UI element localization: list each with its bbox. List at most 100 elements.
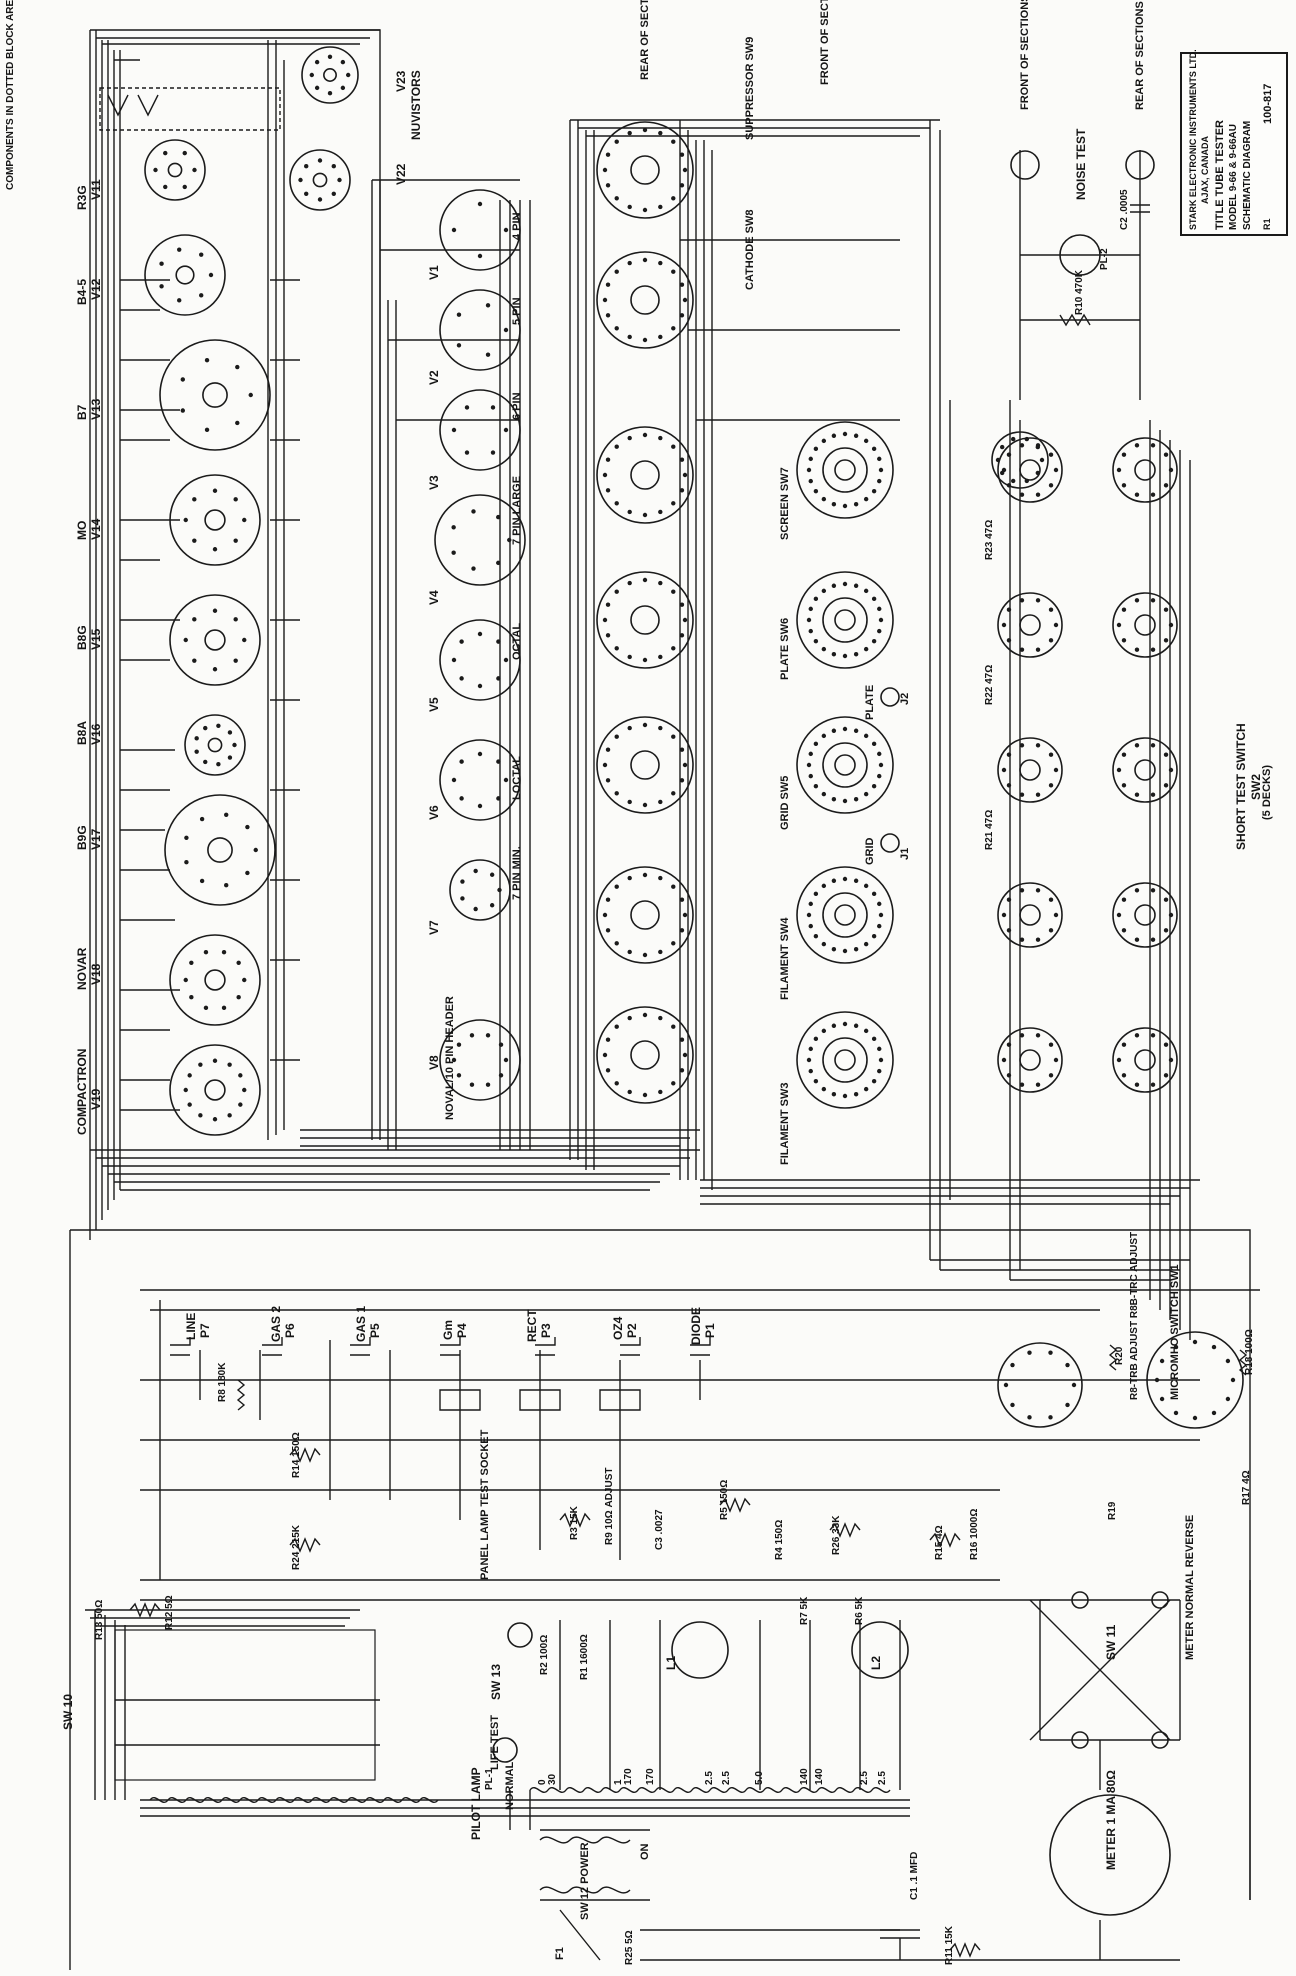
socket-v15-pin	[192, 658, 197, 663]
socket-v1-pin	[503, 227, 509, 233]
socket-v11-pin	[163, 184, 168, 190]
noise-deck-front-pin	[1011, 478, 1016, 484]
socket-ref-v2: V2	[427, 370, 441, 385]
socket-v16-center	[207, 737, 223, 753]
sw11-terminal	[1151, 1591, 1169, 1609]
rotor-sw9-pin	[614, 139, 619, 144]
switch-front-sw7-pin	[831, 502, 837, 507]
socket-v8-pin	[485, 1033, 491, 1038]
rotor-sw8-pin	[642, 337, 648, 343]
short-test-deck-hub	[1019, 459, 1041, 481]
resistor-r18: R18 100Ω	[1244, 1329, 1255, 1375]
panel-lamp-socket	[507, 1622, 533, 1648]
switch-front-sw3-pin	[813, 1036, 819, 1042]
switch-front-sw6-pin	[871, 596, 877, 602]
noise-lamp-label: PL-2	[1099, 248, 1110, 270]
switch-front-sw3-pin	[877, 1046, 882, 1052]
switch-front-sw3-pin	[863, 1086, 869, 1092]
socket-v19-pin	[198, 1113, 203, 1118]
short-test-deck-pin	[1163, 483, 1169, 488]
tap-2-5b: 2.5	[721, 1771, 732, 1785]
resistor-r9: R9 10Ω ADJUST	[604, 1467, 615, 1546]
nuvistors-label: NUVISTORS	[409, 70, 423, 140]
tap-5-0: 5.0	[754, 1771, 765, 1785]
socket-v4-pin	[451, 525, 456, 530]
micromho-front-pin	[1159, 1396, 1165, 1402]
socket-v18-pin	[183, 977, 188, 983]
button-gm-ref: P4	[455, 1323, 469, 1338]
rear-of-sections-header: REAR OF SECTIONS	[639, 0, 651, 80]
short-test-deck-pin	[1134, 598, 1140, 603]
socket-v19-center	[204, 1079, 226, 1101]
rotor-sw6-rear-pin	[671, 589, 676, 594]
short-test-deck-pin	[1048, 483, 1054, 488]
rotor-sw5-rear	[596, 716, 694, 814]
socket-v5-pin	[496, 639, 501, 644]
tap-140b: 140	[814, 1768, 825, 1785]
short-test-deck-pin	[1048, 1073, 1054, 1078]
socket-v15-pin	[233, 658, 238, 663]
socket-v19-pin	[212, 1058, 218, 1063]
socket-v19-pin	[242, 1087, 247, 1093]
socket-v22-pin	[337, 177, 342, 183]
socket-v22-pin	[331, 191, 336, 196]
micromho-front-pin	[1192, 1339, 1198, 1345]
socket-ref-v8: V8	[427, 1055, 441, 1070]
noise-deck-front-pin	[1035, 470, 1040, 476]
socket-ref-v15: V15	[89, 628, 103, 650]
socket-v7-pin	[489, 872, 495, 877]
socket-v14-pin	[192, 538, 197, 543]
meter-label: METER 1 MA 80Ω	[1104, 1770, 1118, 1870]
button-oz4-ref: P2	[625, 1323, 639, 1338]
rotor-sw7-rear-pin	[671, 444, 676, 449]
rotor-sw4-rear-pin	[658, 949, 663, 955]
short-test-deck-pin	[1116, 767, 1122, 773]
socket-pins-v4: 7 PIN LARGE	[511, 475, 523, 545]
socket-v23-pin	[346, 72, 351, 78]
switch-front-sw3-pin	[821, 1028, 827, 1034]
resistor-r1: R1 1600Ω	[579, 1634, 590, 1680]
switch-front-sw3-pin	[808, 1046, 813, 1052]
switch-front-sw4-pin	[871, 891, 877, 897]
short-test-deck-pin	[1150, 443, 1156, 448]
short-test-deck-pin	[1121, 638, 1127, 643]
rotor-sw6-rear-pin	[658, 580, 663, 586]
dotted-block-note: COMPONENTS IN DOTTED BLOCK ARE ON 9-66AU…	[5, 0, 16, 190]
socket-v2	[439, 289, 521, 371]
short-test-deck-pin	[1048, 928, 1054, 933]
rotor-sw8-pin	[614, 326, 619, 331]
socket-label-v17: B9G	[75, 825, 89, 850]
switch-front-sw6-pin	[842, 653, 848, 659]
socket-v12	[144, 234, 226, 316]
rotor-sw6-rear-pin	[627, 654, 632, 660]
socket-v18	[169, 934, 261, 1026]
rotor-sw7-rear-hub	[630, 460, 660, 490]
switch-front-sw5-pin	[806, 762, 812, 768]
switch-front-sw7-pin	[878, 467, 884, 473]
resistor-r14: R14 150Ω	[291, 1432, 302, 1478]
switch-front-sw7-pin	[813, 488, 819, 494]
socket-v6-pin	[459, 796, 464, 801]
tap-30: 30	[547, 1773, 558, 1785]
socket-v13-pin	[204, 427, 210, 433]
tap-2-5a: 2.5	[704, 1771, 715, 1785]
socket-v8-pin	[469, 1082, 475, 1087]
socket-v17-pin	[224, 812, 229, 817]
switch-front-sw7-inner	[822, 447, 868, 493]
switch-front-sw5-pin	[821, 733, 827, 739]
rotor-sw3-rear-pin	[658, 1089, 663, 1095]
socket-pins-v3: 6 PIN	[511, 392, 523, 420]
short-test-deck-pin	[1163, 638, 1169, 643]
rotor-sw3-rear-pin	[605, 1068, 611, 1073]
switch-front-sw5-pin	[877, 751, 882, 757]
micromho-front-pin	[1173, 1410, 1179, 1416]
short-test-title: SHORT TEST SWITCH	[1234, 723, 1248, 850]
socket-v1-pin	[477, 253, 483, 259]
short-test-deck-pin	[1048, 1042, 1054, 1047]
socket-v4-pin	[471, 509, 476, 514]
socket-v1-pin	[477, 201, 483, 207]
button-diode-label: DIODE	[689, 1306, 703, 1345]
switch-plate: PLATE SW6	[779, 617, 791, 680]
socket-v14-pin	[242, 517, 247, 523]
